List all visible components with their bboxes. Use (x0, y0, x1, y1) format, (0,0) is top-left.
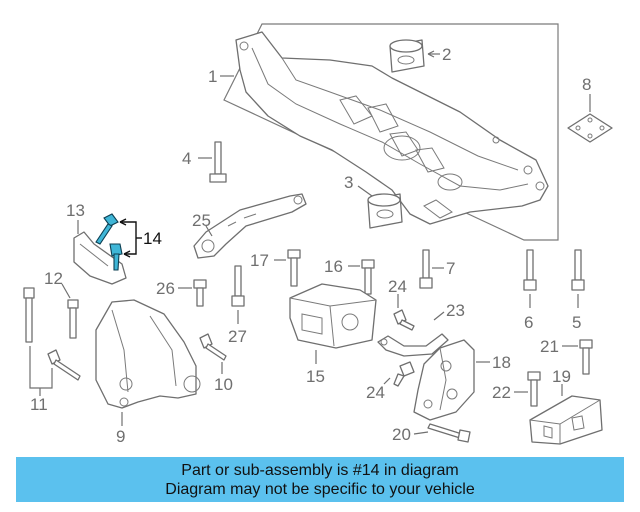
bushing-part-2: 2 (389, 39, 451, 73)
callout-4: 4 (182, 149, 191, 168)
bolts-part-11: 11 (23, 287, 81, 414)
callout-16: 16 (324, 257, 343, 276)
callout-2: 2 (442, 45, 451, 64)
callout-25: 25 (192, 211, 211, 230)
bolt-part-16: 16 (324, 257, 375, 295)
callout-23: 23 (446, 301, 465, 320)
callout-5: 5 (572, 313, 581, 332)
subframe-panel (223, 23, 559, 241)
callout-14: 14 (143, 229, 162, 248)
torque-rod-part-25: 25 (192, 193, 307, 259)
callout-11: 11 (30, 395, 48, 414)
callout-24a: 24 (388, 277, 407, 296)
banner-line-2: Diagram may not be specific to your vehi… (165, 481, 475, 498)
callout-19: 19 (552, 367, 571, 386)
callout-12: 12 (44, 269, 63, 288)
bolt-part-12: 12 (44, 269, 79, 339)
mount-part-15: 15 (289, 283, 377, 386)
bolt-part-4: 4 (182, 141, 227, 183)
callout-27: 27 (228, 327, 247, 346)
bolt-part-20: 20 (392, 423, 471, 444)
bracket-part-13: 13 (66, 201, 127, 285)
callout-13: 13 (66, 201, 85, 220)
bolt-part-7: 7 (419, 249, 455, 289)
bolt-part-22: 22 (492, 371, 541, 407)
bolt-part-6: 6 (523, 249, 537, 332)
bolt-part-21: 21 (540, 337, 593, 375)
banner-line-1: Part or sub-assembly is #14 in diagram (181, 462, 459, 479)
callout-7: 7 (446, 259, 455, 278)
bolt-part-24-lower: 24 (366, 361, 415, 402)
plate-part-8: 8 (567, 75, 613, 143)
callout-3: 3 (344, 173, 353, 192)
link-part-23: 23 (377, 301, 465, 357)
bushing-part-3: 3 (344, 173, 403, 229)
callout-24b: 24 (366, 383, 385, 402)
bolt-part-5: 5 (571, 249, 585, 332)
callout-1: 1 (208, 67, 217, 86)
mount-part-19: 19 (529, 367, 603, 445)
parts-diagram: 2 3 1 8 4 13 (23, 23, 613, 446)
bolt-part-24-upper: 24 (388, 277, 415, 331)
callout-21: 21 (540, 337, 559, 356)
mount-part-9: 9 (95, 299, 201, 446)
callout-18: 18 (492, 353, 511, 372)
bolt-part-27: 27 (228, 265, 247, 346)
bolt-part-17: 17 (250, 249, 301, 287)
callout-8: 8 (582, 75, 591, 94)
callout-9: 9 (116, 427, 125, 446)
callout-20: 20 (392, 425, 411, 444)
bolt-part-26: 26 (156, 279, 207, 307)
callout-22: 22 (492, 383, 511, 402)
callout-6: 6 (524, 313, 533, 332)
bolt-part-10: 10 (199, 333, 233, 394)
callout-15: 15 (306, 367, 325, 386)
callout-10: 10 (214, 375, 233, 394)
callout-26: 26 (156, 279, 175, 298)
bolts-part-14-highlighted: 14 (95, 213, 162, 271)
info-banner: Part or sub-assembly is #14 in diagram D… (16, 457, 624, 502)
callout-17: 17 (250, 251, 269, 270)
bracket-part-18: 18 (413, 339, 511, 421)
